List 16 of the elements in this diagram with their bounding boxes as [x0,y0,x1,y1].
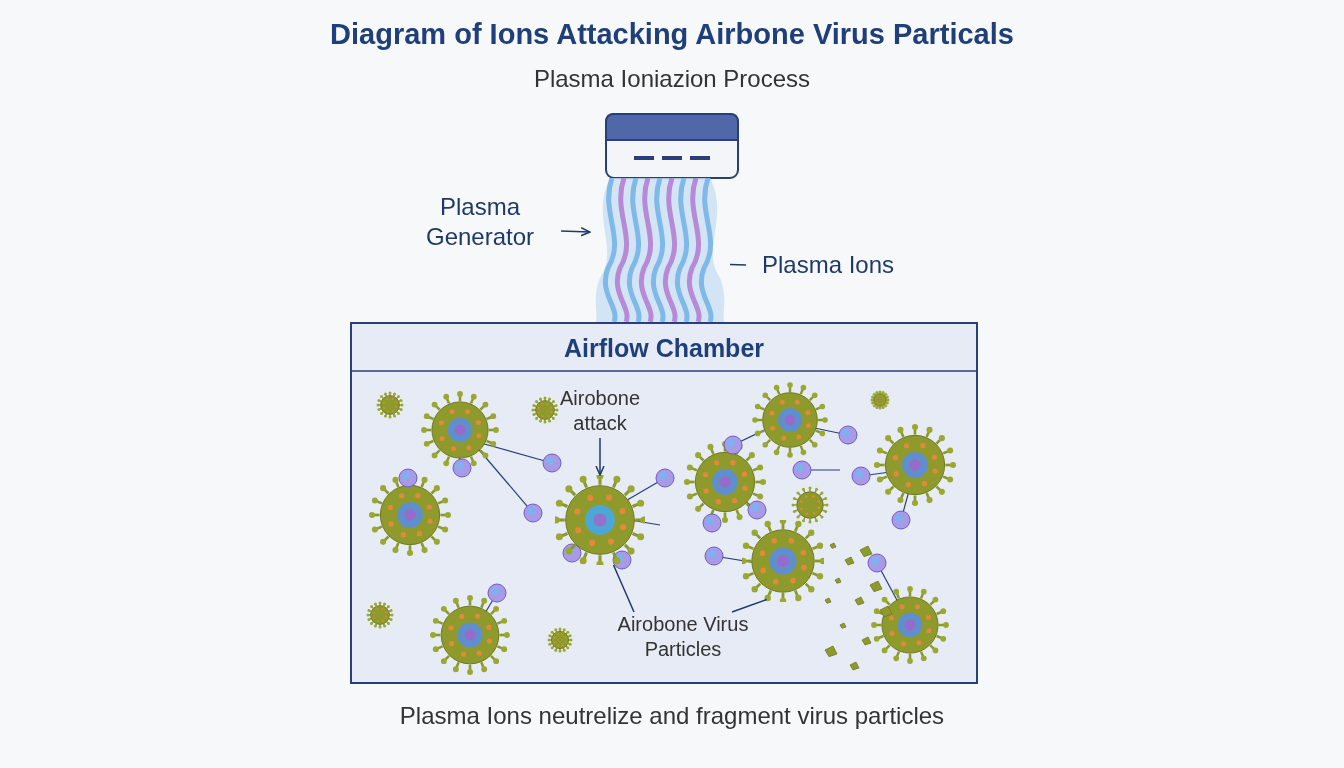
leader-line [612,564,635,613]
panel-heading: Airflow Chamber [563,334,765,363]
ions-label: Plasma Ions [748,250,908,280]
virus-particle-drawing [742,520,824,602]
generator-label: Plasma Generator [405,192,555,252]
attack-label: Airobone attack [550,386,650,436]
leader-line [729,263,747,266]
chamber-panel [350,322,978,684]
virus-particle-drawing [555,475,645,565]
virus-particles-label: Airobone Virus Particles [613,612,753,662]
caption: Plasma Ions neutrelize and fragment virus particles [398,701,946,731]
subtitle: Plasma Ioniazion Process [532,64,812,94]
arrow [595,437,605,476]
diagram-title: Diagram of Ions Attacking Airbone Virus Particals [329,17,1015,52]
leader-line [731,598,768,613]
arrow [560,226,591,237]
